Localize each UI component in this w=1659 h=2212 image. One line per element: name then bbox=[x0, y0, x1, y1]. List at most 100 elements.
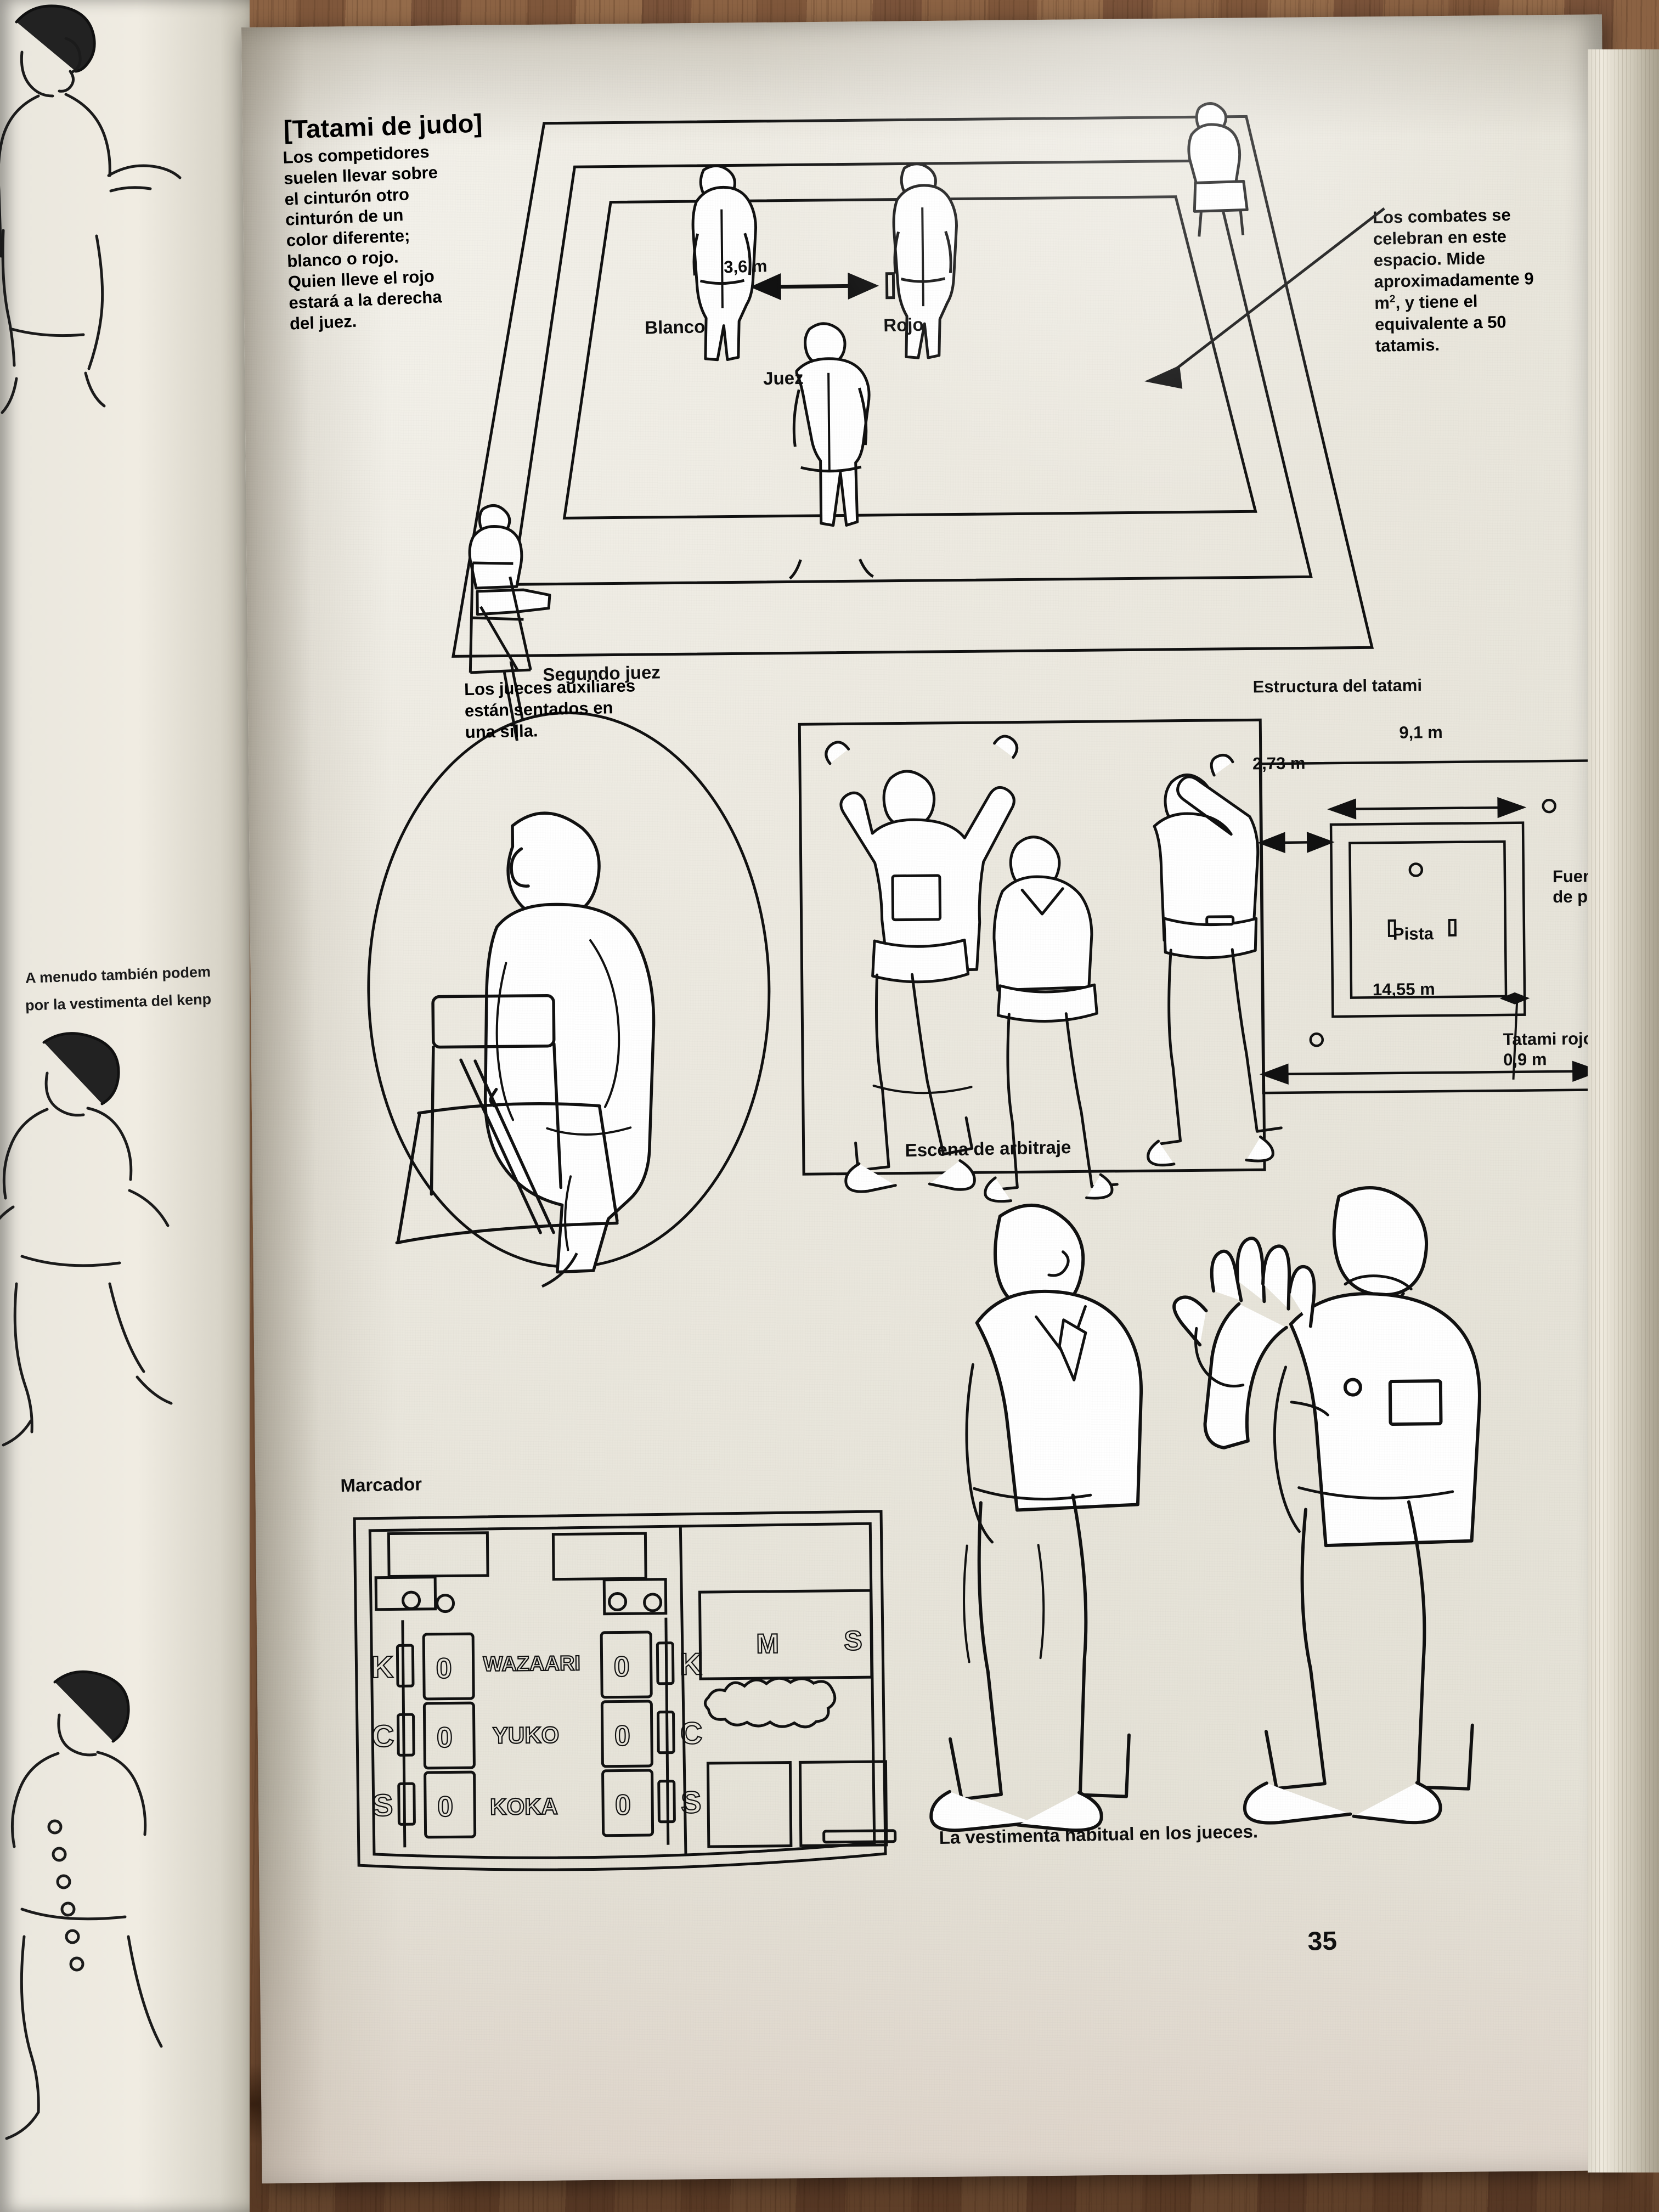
distance-arrow-3-6m bbox=[732, 272, 895, 301]
caption-refereeing-scene: Escena de arbitraje bbox=[905, 1136, 1071, 1161]
score-row-code-right-0: K bbox=[679, 1646, 702, 1681]
left-page-figure-bottom bbox=[0, 1662, 225, 2159]
scoreboard-top-mid-display bbox=[551, 1532, 647, 1581]
left-page-fragment-line2: por la vestimenta del kenp bbox=[25, 991, 212, 1014]
referee-pointing-figure bbox=[1147, 754, 1283, 1167]
scoreboard-top-left-display bbox=[387, 1531, 489, 1578]
tatami-outer-area bbox=[452, 115, 1374, 658]
label-distance-3-6m: 3,6 m bbox=[723, 256, 768, 277]
score-box bbox=[422, 1632, 475, 1701]
scoreboard-illustration: K C S K C S 0 0 0 0 0 0 WAZAARI YUKO KOK… bbox=[272, 1491, 934, 1925]
caption-assistant-judges: Los jueces auxiliares están sentados en … bbox=[464, 676, 636, 742]
start-mark-white bbox=[1387, 919, 1397, 938]
seated-judge-top-right-figure bbox=[1187, 102, 1249, 237]
oval-caption-leader bbox=[541, 1252, 578, 1288]
referee-figure bbox=[788, 322, 874, 580]
scoreboard-sub-panel-right bbox=[798, 1760, 888, 1847]
label-white-competitor: Blanco bbox=[644, 316, 706, 338]
label-red-tatami-line1: Tatami rojo bbox=[1503, 1029, 1594, 1049]
arrow-9-1m bbox=[1327, 797, 1527, 820]
score-box bbox=[600, 1700, 653, 1768]
score-slot bbox=[397, 1713, 415, 1757]
scoreboard-top-left-tab bbox=[374, 1576, 437, 1611]
callout-arrow-right bbox=[1144, 207, 1385, 389]
left-page: A menudo también podem por la vestimenta… bbox=[0, 0, 250, 2212]
score-slot bbox=[656, 1641, 675, 1685]
scoreboard-light bbox=[436, 1594, 455, 1613]
score-value-right-0: 0 bbox=[613, 1651, 629, 1683]
seated-judge-illustration bbox=[395, 811, 656, 1274]
score-value-left-0: 0 bbox=[436, 1652, 452, 1684]
score-slot bbox=[397, 1782, 416, 1826]
scoreboard-decal bbox=[703, 1677, 837, 1729]
left-page-figure-middle bbox=[0, 1026, 219, 1457]
judoka-standing-figure bbox=[984, 836, 1119, 1203]
clock-minutes-letter: M bbox=[756, 1628, 779, 1659]
structure-safety-rect bbox=[1329, 821, 1526, 1018]
marker-circle bbox=[1542, 798, 1556, 814]
tatami-contest-area bbox=[562, 195, 1257, 520]
scoreboard-right-rail bbox=[664, 1617, 670, 1845]
arrow-14-55m bbox=[1259, 1060, 1601, 1085]
oval-leader-line bbox=[509, 661, 524, 719]
scoreboard-heading: Marcador bbox=[340, 1474, 422, 1496]
score-box bbox=[424, 1770, 477, 1839]
scoreboard-top-mid-tab bbox=[602, 1578, 668, 1616]
scoreboard-light bbox=[643, 1593, 663, 1612]
page-number: 35 bbox=[1307, 1926, 1338, 1956]
label-red-tatami-line2: 0,9 m bbox=[1503, 1049, 1547, 1070]
label-red-tatami: Tatami rojo 0,9 m bbox=[1503, 1028, 1594, 1070]
tatami-structure-diagram: Estructura del tatami bbox=[1252, 675, 1623, 1175]
label-margin-2-73m: 2,73 m bbox=[1252, 753, 1306, 774]
structure-contest-rect bbox=[1348, 840, 1508, 999]
judge-right-figure bbox=[1172, 1186, 1481, 1825]
score-row-label-1: YUKO bbox=[493, 1722, 560, 1748]
score-row-label-0: WAZAARI bbox=[483, 1652, 580, 1676]
scoreboard-outer-body bbox=[353, 1510, 887, 1871]
structure-heading: Estructura del tatami bbox=[1252, 675, 1423, 697]
scoreboard-light bbox=[608, 1592, 628, 1612]
score-box bbox=[600, 1630, 653, 1699]
score-row-code-right-2: S bbox=[681, 1785, 702, 1819]
clock-seconds-letter: S bbox=[844, 1625, 862, 1656]
book-page-edge bbox=[1588, 49, 1659, 2172]
left-page-fragment-line1: A menudo también podem bbox=[25, 963, 211, 986]
judge-left-figure bbox=[929, 1203, 1143, 1832]
start-mark-red bbox=[1448, 918, 1457, 936]
score-box bbox=[422, 1701, 476, 1770]
score-row-code-left-0: K bbox=[371, 1649, 393, 1684]
left-page-figure-top bbox=[0, 0, 219, 420]
score-value-left-2: 0 bbox=[437, 1791, 453, 1822]
arrow-2-73m bbox=[1257, 832, 1335, 854]
book-page: [Tatami de judo] Los competidores suelen… bbox=[241, 14, 1623, 2183]
scoreboard-light bbox=[402, 1590, 421, 1610]
scoreboard-sub-panel-left bbox=[706, 1761, 793, 1848]
mid-illustration-group: Escena de arbitraje bbox=[330, 661, 1433, 1288]
label-contest-area: Pista bbox=[1392, 924, 1434, 944]
label-referee: Juez bbox=[763, 367, 804, 389]
score-slot bbox=[657, 1711, 675, 1754]
judges-attire-illustration bbox=[905, 1178, 1570, 1870]
arrow-red-tatami-width bbox=[1499, 992, 1530, 1005]
score-slot bbox=[657, 1780, 676, 1824]
tatami-perspective-diagram: Blanco Rojo Juez 3,6 m Segundo juez bbox=[324, 93, 1427, 751]
judoka-red-figure bbox=[892, 162, 958, 359]
second-judge-seated-figure bbox=[468, 504, 551, 674]
score-value-left-1: 0 bbox=[437, 1722, 453, 1753]
score-value-right-2: 0 bbox=[615, 1789, 631, 1821]
score-box bbox=[601, 1769, 654, 1837]
score-row-code-right-1: C bbox=[680, 1716, 703, 1750]
score-row-label-2: KOKA bbox=[490, 1793, 558, 1820]
leader-line-red-tatami bbox=[1512, 1001, 1519, 1080]
referee-arms-raised-figure bbox=[825, 735, 1019, 1193]
marker-circle bbox=[1408, 862, 1424, 877]
label-red-competitor: Rojo bbox=[883, 314, 924, 336]
scoreboard-slot bbox=[822, 1829, 897, 1844]
label-width-9-1m: 9,1 m bbox=[1399, 723, 1443, 742]
label-width-14-55m: 14,55 m bbox=[1372, 979, 1435, 1000]
score-row-code-left-2: S bbox=[373, 1787, 393, 1822]
score-row-code-left-1: C bbox=[372, 1718, 394, 1753]
score-slot bbox=[396, 1644, 415, 1688]
scoreboard-left-rail bbox=[401, 1620, 407, 1848]
